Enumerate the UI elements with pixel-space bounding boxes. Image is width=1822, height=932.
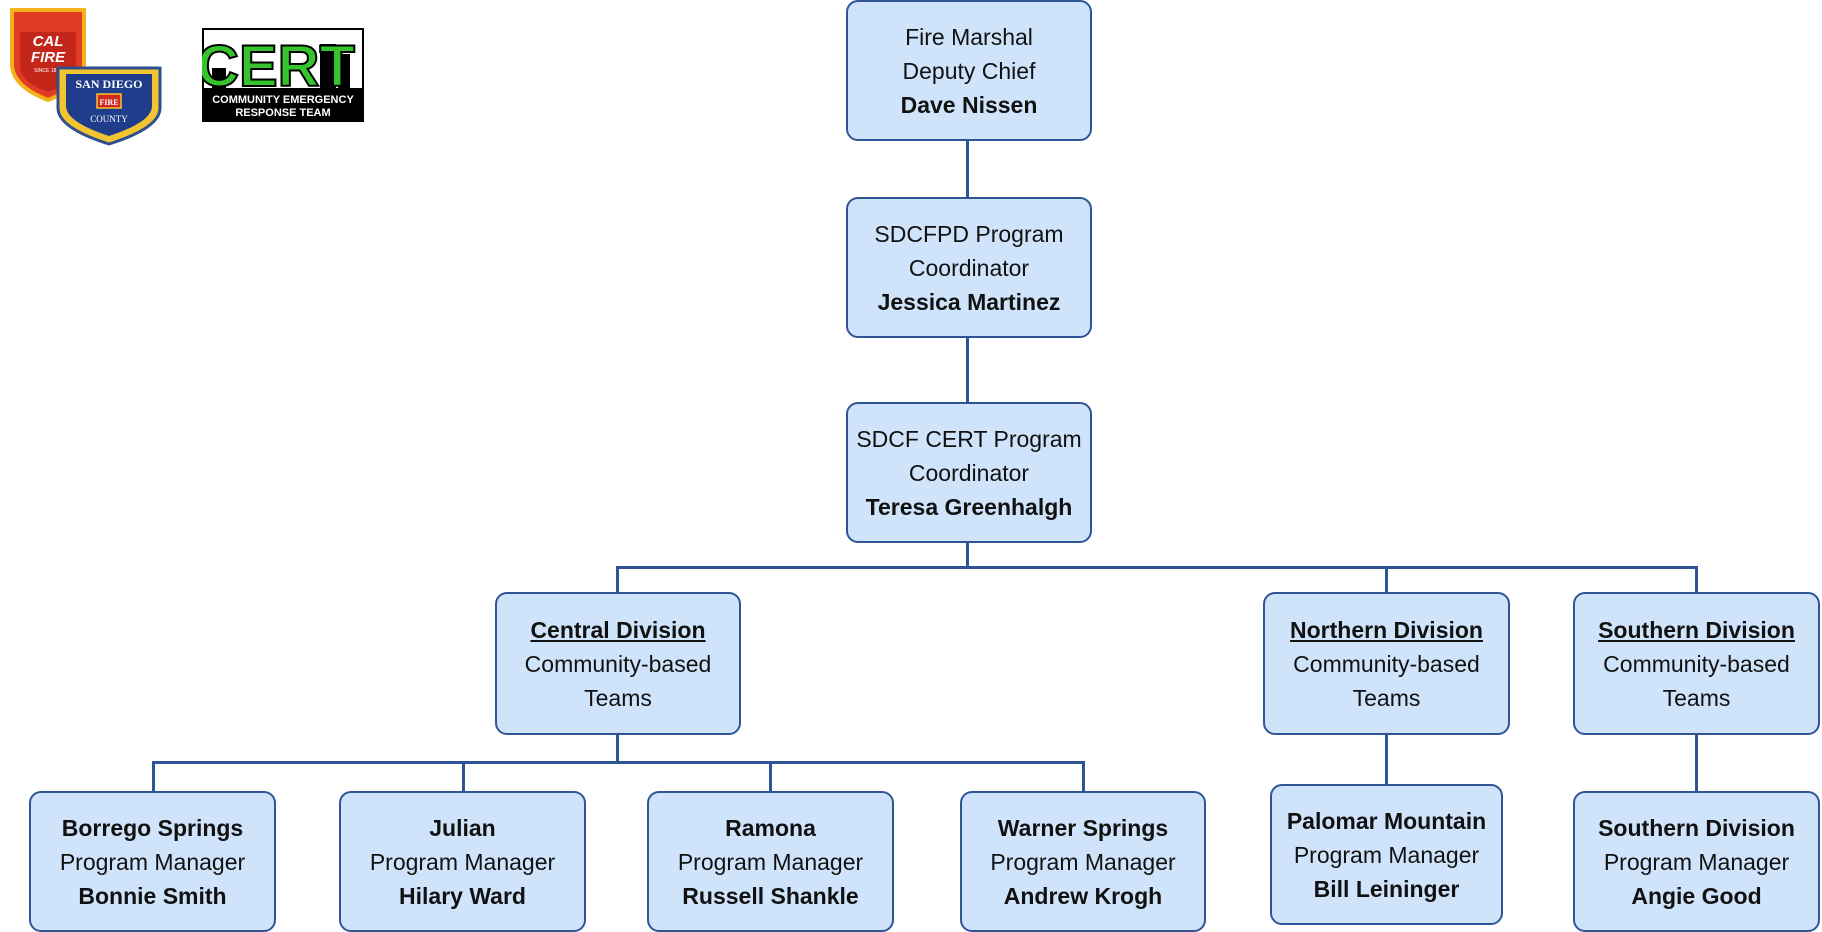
connector-to-julian xyxy=(462,761,465,792)
node-southern-division-manager: Southern Division Program Manager Angie … xyxy=(1573,791,1820,932)
team-manager-name: Bill Leininger xyxy=(1313,875,1460,902)
node-cert-program-coordinator: SDCF CERT Program Coordinator Teresa Gre… xyxy=(846,402,1092,543)
connector-divisions-bar xyxy=(616,566,1698,569)
team-role: Program Manager xyxy=(1293,841,1480,868)
connector-sdcfpd-to-cert xyxy=(966,336,969,403)
connector-southern-to-manager xyxy=(1695,733,1698,792)
node-subtitle: Coordinator xyxy=(908,459,1030,486)
node-person-name: Jessica Martinez xyxy=(877,288,1061,315)
team-manager-name: Angie Good xyxy=(1631,882,1762,909)
svg-text:COMMUNITY EMERGENCY: COMMUNITY EMERGENCY xyxy=(212,94,354,106)
team-role: Program Manager xyxy=(677,848,864,875)
connector-to-northern xyxy=(1385,566,1388,593)
division-line1: Community-based xyxy=(1293,650,1480,677)
node-title: SDCF CERT Program xyxy=(856,425,1082,452)
svg-text:CERT: CERT xyxy=(202,34,355,99)
node-palomar-mountain: Palomar Mountain Program Manager Bill Le… xyxy=(1270,784,1503,925)
connector-marshal-to-sdcfpd xyxy=(966,140,969,199)
team-place: Palomar Mountain xyxy=(1286,807,1487,834)
svg-text:CAL: CAL xyxy=(33,33,64,50)
division-line1: Community-based xyxy=(1603,650,1790,677)
connector-central-teams-bar xyxy=(152,761,1085,764)
node-person-name: Teresa Greenhalgh xyxy=(865,493,1073,520)
team-role: Program Manager xyxy=(59,848,246,875)
connector-central-down xyxy=(616,733,619,763)
san-diego-county-fire-logo: SAN DIEGO FIRE COUNTY xyxy=(56,66,162,146)
team-manager-name: Andrew Krogh xyxy=(1003,882,1163,909)
division-heading: Southern Division xyxy=(1598,616,1795,643)
connector-to-ramona xyxy=(769,761,772,792)
node-southern-division: Southern Division Community-based Teams xyxy=(1573,592,1820,735)
node-subtitle: Coordinator xyxy=(908,254,1030,281)
svg-text:COUNTY: COUNTY xyxy=(90,114,128,124)
division-line2: Teams xyxy=(1352,684,1421,711)
team-place: Borrego Springs xyxy=(61,814,244,841)
connector-to-borrego xyxy=(152,761,155,792)
team-role: Program Manager xyxy=(990,848,1176,875)
connector-to-southern xyxy=(1695,566,1698,593)
node-title: SDCFPD Program xyxy=(874,220,1064,247)
node-ramona: Ramona Program Manager Russell Shankle xyxy=(647,791,894,932)
node-subtitle: Deputy Chief xyxy=(902,57,1036,84)
division-heading: Northern Division xyxy=(1290,616,1483,643)
team-role: Program Manager xyxy=(369,848,556,875)
node-person-name: Dave Nissen xyxy=(900,91,1038,118)
connector-northern-to-palomar xyxy=(1385,733,1388,785)
team-place: Ramona xyxy=(725,814,816,841)
svg-text:FIRE: FIRE xyxy=(31,49,66,66)
connector-to-central xyxy=(616,566,619,593)
node-borrego-springs: Borrego Springs Program Manager Bonnie S… xyxy=(29,791,276,932)
cert-logo: CERT COMMUNITY EMERGENCY RESPONSE TEAM xyxy=(202,28,364,122)
division-line2: Teams xyxy=(1662,684,1731,711)
team-manager-name: Bonnie Smith xyxy=(78,882,227,909)
svg-text:FIRE: FIRE xyxy=(99,98,118,107)
node-sdcfpd-program-coordinator: SDCFPD Program Coordinator Jessica Marti… xyxy=(846,197,1092,338)
node-julian: Julian Program Manager Hilary Ward xyxy=(339,791,586,932)
node-northern-division: Northern Division Community-based Teams xyxy=(1263,592,1510,735)
team-role: Program Manager xyxy=(1603,848,1790,875)
team-place: Warner Springs xyxy=(997,814,1169,841)
node-title: Fire Marshal xyxy=(905,23,1033,50)
division-heading: Central Division xyxy=(530,616,706,643)
team-place: Southern Division xyxy=(1598,814,1795,841)
division-line1: Community-based xyxy=(524,650,712,677)
node-central-division: Central Division Community-based Teams xyxy=(495,592,741,735)
svg-text:SAN DIEGO: SAN DIEGO xyxy=(75,77,142,91)
connector-cert-down xyxy=(966,541,969,568)
division-line2: Teams xyxy=(584,684,652,711)
team-manager-name: Hilary Ward xyxy=(399,882,526,909)
team-manager-name: Russell Shankle xyxy=(682,882,859,909)
svg-text:RESPONSE TEAM: RESPONSE TEAM xyxy=(235,107,330,119)
node-warner-springs: Warner Springs Program Manager Andrew Kr… xyxy=(960,791,1206,932)
team-place: Julian xyxy=(429,814,496,841)
svg-text:SINCE 1885: SINCE 1885 xyxy=(34,68,62,74)
connector-to-warner xyxy=(1082,761,1085,792)
node-fire-marshal: Fire Marshal Deputy Chief Dave Nissen xyxy=(846,0,1092,141)
